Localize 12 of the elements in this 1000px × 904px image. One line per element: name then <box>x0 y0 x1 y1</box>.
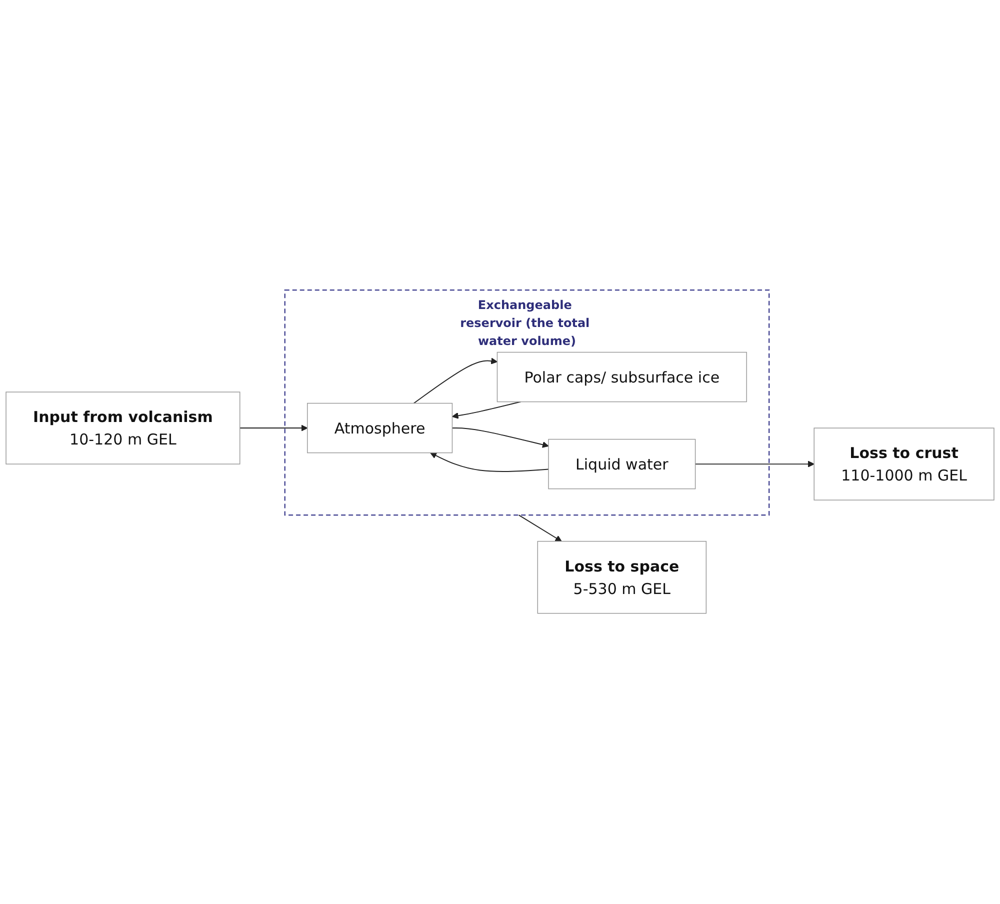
node-box: Loss to space 5-530 m GEL <box>537 541 707 614</box>
node-box: Polar caps/ subsurface ice <box>496 352 747 402</box>
arrow <box>694 461 814 468</box>
arrow <box>518 514 562 542</box>
node-box: Input from volcanism 10-120 m GEL <box>6 392 240 465</box>
node-box: Atmosphere <box>307 403 453 454</box>
arrow <box>430 452 549 472</box>
arrow <box>413 358 498 404</box>
node-box: Liquid water <box>548 439 696 490</box>
arrow <box>239 425 308 432</box>
arrow <box>452 428 549 448</box>
node-box: Loss to crust 110-1000 m GEL <box>814 428 994 501</box>
